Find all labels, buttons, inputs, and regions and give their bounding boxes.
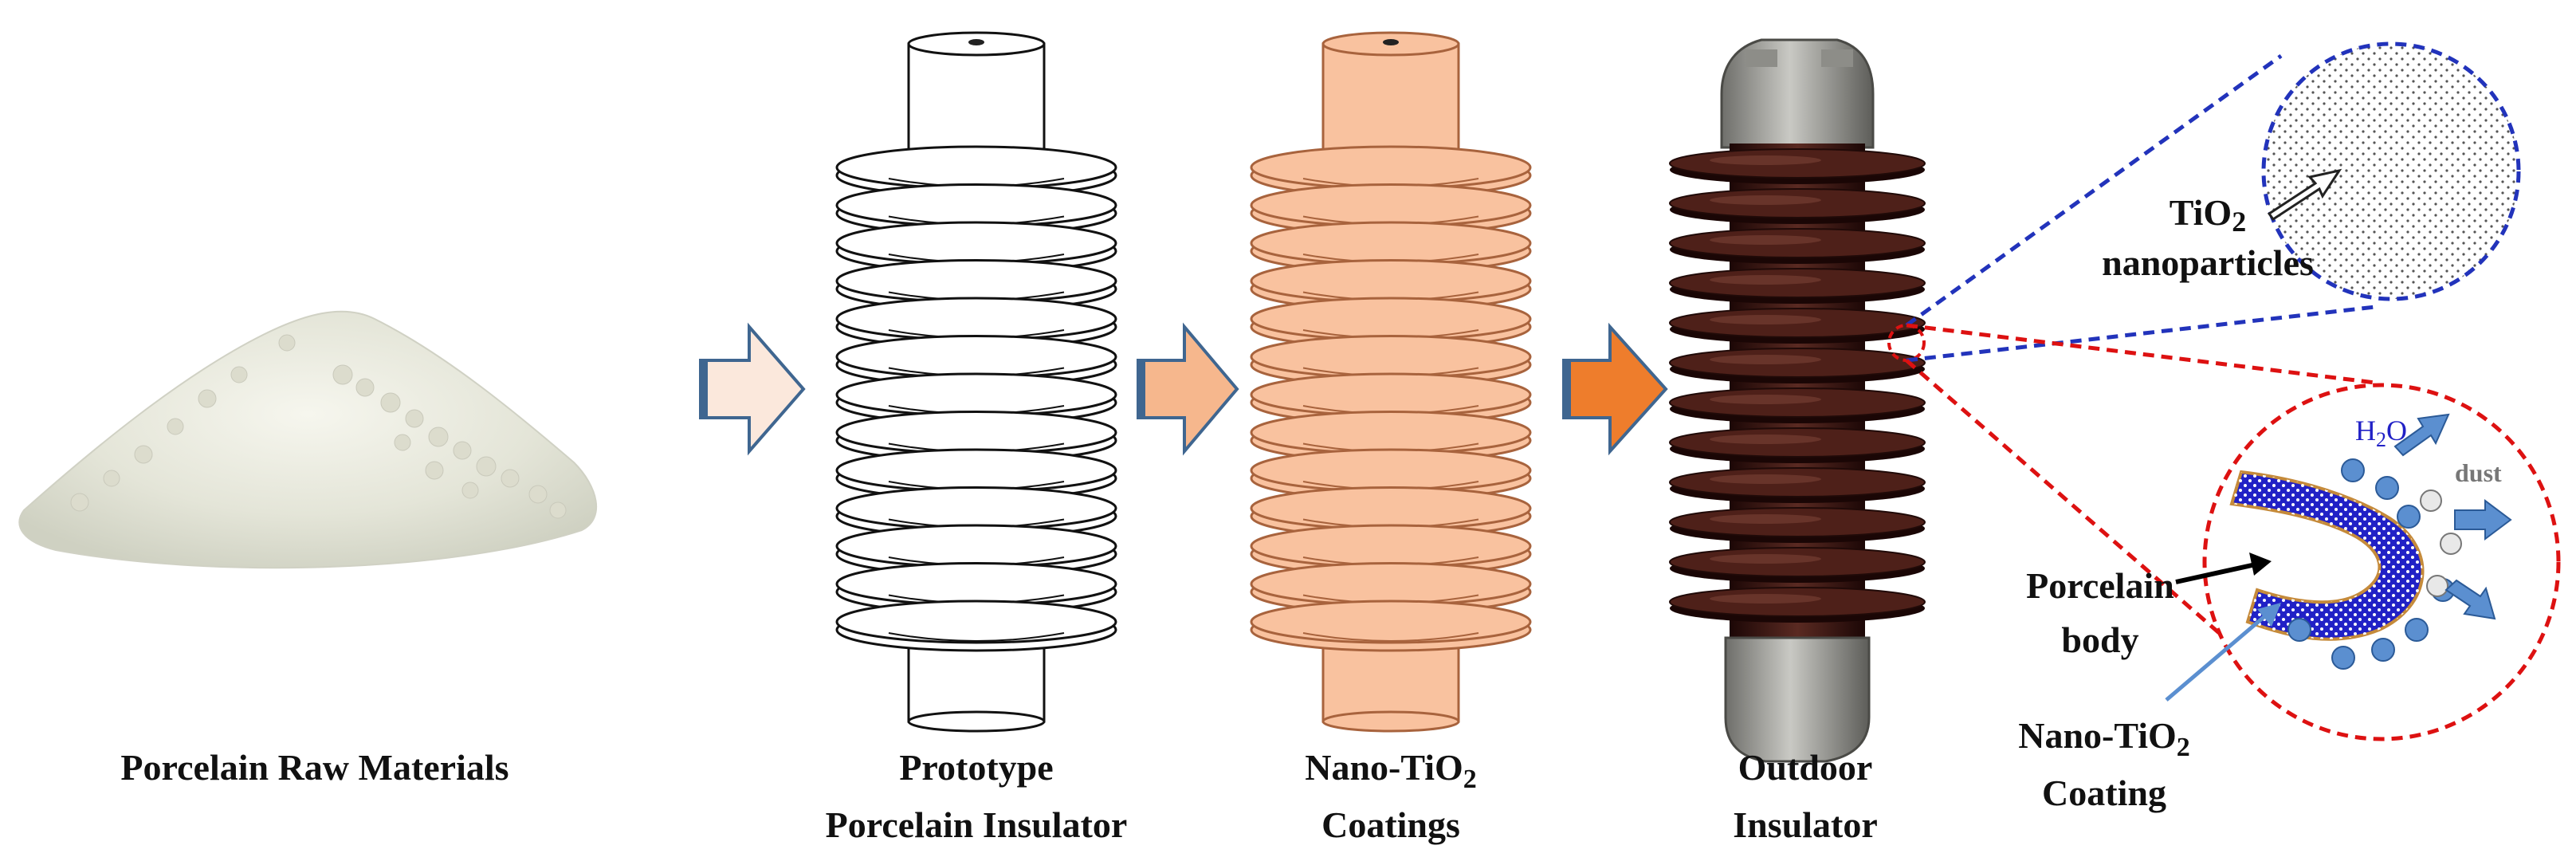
stage2-label-line2: Porcelain Insulator: [826, 804, 1128, 845]
coating-label-prefix: Nano-TiO: [2018, 715, 2177, 756]
dust-label: dust: [2455, 458, 2502, 487]
stage2-label-line1: Prototype: [899, 747, 1053, 788]
stage3-label-sub: 2: [1463, 765, 1477, 794]
h2o-label-o: O: [2386, 415, 2407, 446]
h2o-label-sub: 2: [2376, 428, 2386, 451]
porcelain-body-label-line2: body: [2061, 619, 2138, 660]
stage4-label-line2: Insulator: [1733, 804, 1877, 845]
h2o-label: H2O: [2355, 415, 2407, 451]
tio2-label-sub: 2: [2232, 206, 2246, 238]
porcelain-powder-pile: [18, 310, 597, 569]
stage4-label-line1: Outdoor: [1738, 747, 1873, 788]
stage3-label-prefix: Nano-TiO: [1305, 747, 1463, 788]
process-arrow-2: [1137, 322, 1239, 456]
prototype-insulator-drawing: [835, 31, 1117, 733]
coating-label-line1: Nano-TiO2: [2018, 715, 2190, 762]
outdoor-insulator-photo: [1669, 38, 1926, 763]
coating-label-line2: Coating: [2042, 773, 2166, 813]
coating-label-sub: 2: [2177, 733, 2190, 762]
nanoparticles-label: nanoparticles: [2102, 242, 2314, 283]
h2o-label-h: H: [2355, 415, 2376, 446]
stage1-label: Porcelain Raw Materials: [120, 747, 509, 788]
tio2-label: TiO2: [2170, 192, 2246, 238]
process-arrow-1: [699, 322, 806, 456]
porcelain-body-pointer-arrow: [2175, 552, 2272, 584]
tio2-label-prefix: TiO: [2170, 192, 2232, 233]
zoom-bottom-line-a: [1906, 323, 2376, 385]
coated-insulator-drawing: [1250, 31, 1532, 733]
zoom-top-line-b: [1906, 305, 2376, 363]
dust-particles: [2420, 490, 2462, 597]
zoom-top-line-a: [1905, 53, 2283, 328]
stage3-label-line1: Nano-TiO2: [1305, 747, 1477, 794]
coating-pointer-arrow: [2165, 603, 2281, 702]
zoom-top-circle: [2261, 41, 2521, 301]
coating-cross-section: [2229, 470, 2425, 641]
porcelain-body-label-line1: Porcelain: [2026, 565, 2174, 606]
stage3-label-line2: Coatings: [1321, 804, 1460, 845]
nanoparticle-pointer-arrow: [2267, 168, 2342, 222]
process-arrow-3: [1562, 322, 1668, 456]
repel-arrows: [2393, 413, 2512, 620]
